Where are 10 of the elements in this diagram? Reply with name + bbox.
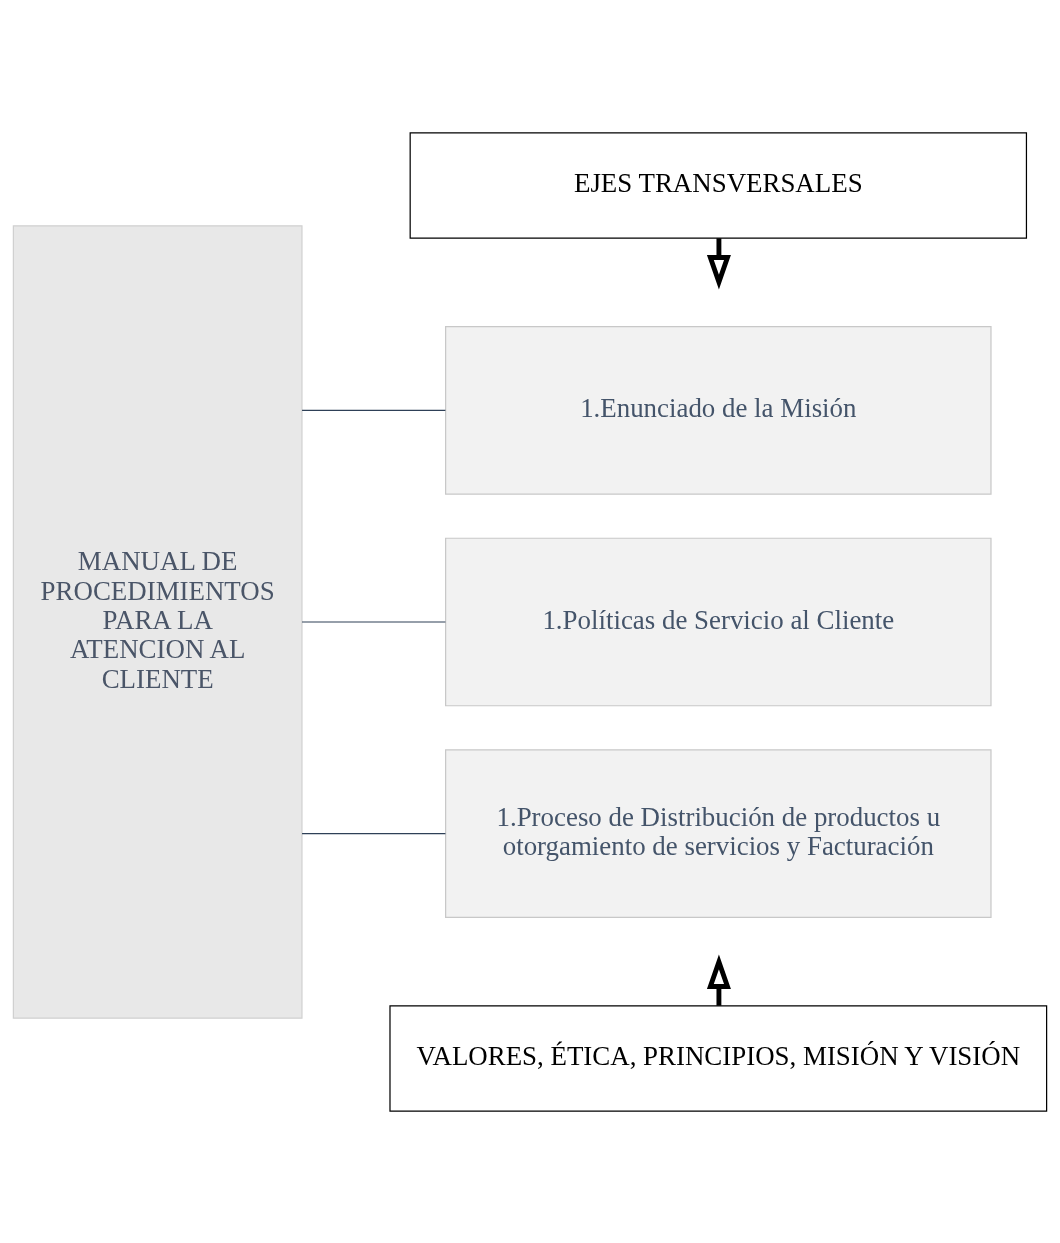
arrow: [706, 237, 731, 289]
node-box: VALORES, ÉTICA, PRINCIPIOS, MISIÓN Y VISIÓN: [389, 1004, 1048, 1112]
node-box: MANUAL DE PROCEDIMIENTOS PARA LA ATENCION AL CLIENTE: [12, 224, 303, 1019]
connector: [301, 832, 446, 834]
node-box: 1.Políticas de Servicio al Cliente: [445, 537, 992, 706]
arrow: [706, 954, 731, 1006]
node-box: 1.Proceso de Distribución de productos u otorgamiento de servicios y Facturación: [445, 748, 992, 918]
node-box: EJES TRANSVERSALES: [409, 131, 1028, 239]
connector: [301, 409, 446, 411]
node-box: 1.Enunciado de la Misión: [445, 325, 992, 495]
